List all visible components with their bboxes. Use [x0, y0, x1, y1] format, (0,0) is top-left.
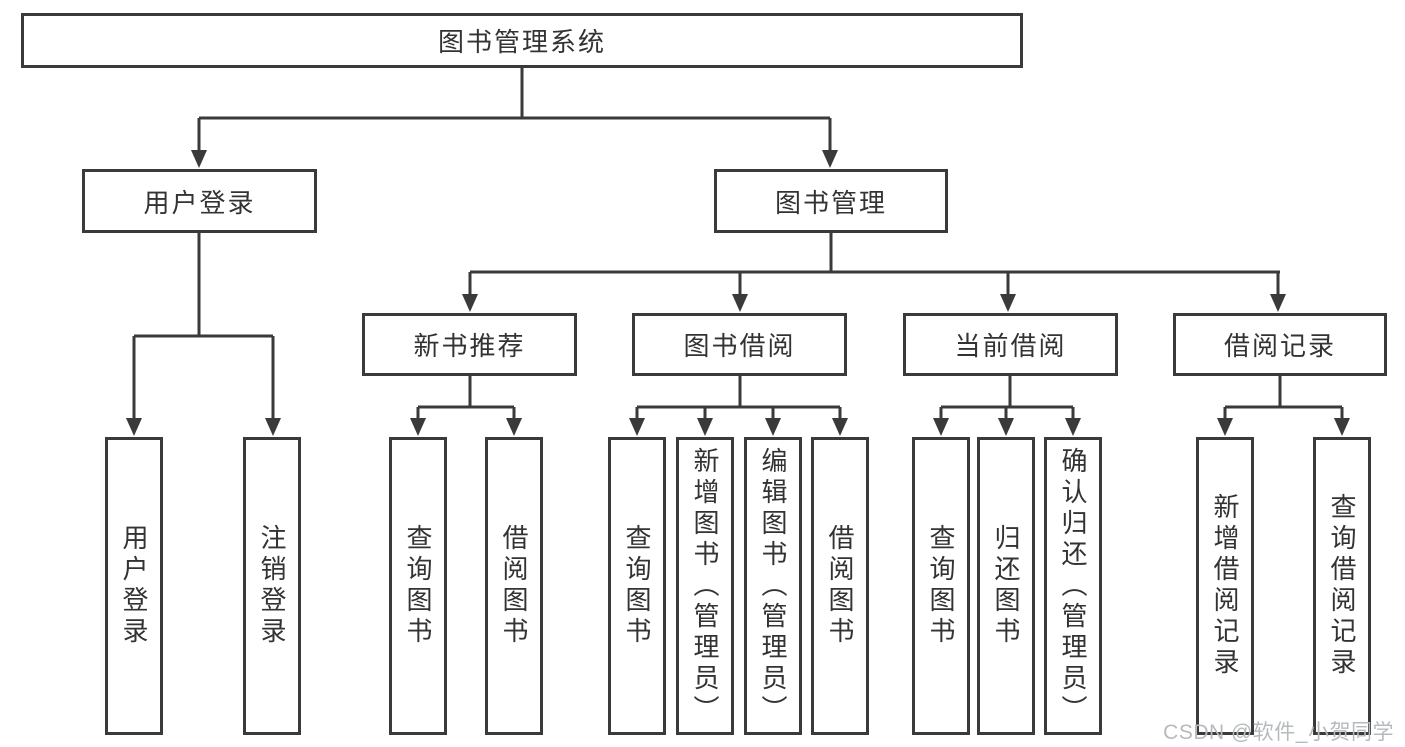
- node-root: 图书管理系统: [21, 13, 1023, 68]
- leaf-query-books-current: 查询图书: [912, 437, 970, 735]
- node-book-borrowing: 图书借阅: [632, 313, 847, 376]
- leaf-logout: 注销登录: [243, 437, 301, 735]
- leaf-confirm-return-admin-label: 确认归还（管理员）: [1058, 446, 1088, 726]
- leaf-add-borrow-record: 新增借阅记录: [1196, 437, 1254, 735]
- leaf-query-borrow-record: 查询借阅记录: [1313, 437, 1371, 735]
- leaf-edit-books-admin-label: 编辑图书（管理员）: [758, 446, 788, 726]
- node-new-book-recommendation: 新书推荐: [362, 313, 577, 376]
- leaf-logout-label: 注销登录: [257, 524, 287, 648]
- leaf-return-books-label: 归还图书: [991, 524, 1021, 648]
- node-user-login: 用户登录: [82, 169, 317, 233]
- node-book-borrowing-label: 图书借阅: [683, 331, 796, 361]
- node-current-borrowing: 当前借阅: [903, 313, 1118, 376]
- leaf-return-books: 归还图书: [977, 437, 1035, 735]
- leaf-borrow-books-recommend: 借阅图书: [485, 437, 543, 735]
- leaf-query-books-borrowing-label: 查询图书: [622, 524, 652, 648]
- node-root-label: 图书管理系统: [437, 27, 606, 57]
- leaf-query-books-recommend-label: 查询图书: [403, 524, 433, 648]
- node-current-borrowing-label: 当前借阅: [954, 331, 1067, 361]
- leaf-query-books-recommend: 查询图书: [389, 437, 447, 735]
- leaf-query-books-borrowing: 查询图书: [608, 437, 666, 735]
- leaf-add-books-admin: 新增图书（管理员）: [676, 437, 734, 735]
- node-book-management: 图书管理: [714, 169, 948, 233]
- node-borrowing-records-label: 借阅记录: [1223, 331, 1336, 361]
- leaf-borrow-books-recommend-label: 借阅图书: [499, 524, 529, 648]
- watermark: CSDN @软件_小贺同学: [1163, 721, 1394, 744]
- leaf-query-borrow-record-label: 查询借阅记录: [1327, 493, 1357, 679]
- leaf-add-books-admin-label: 新增图书（管理员）: [690, 446, 720, 726]
- node-book-management-label: 图书管理: [774, 187, 887, 218]
- leaf-borrow-books-borrowing: 借阅图书: [811, 437, 869, 735]
- leaf-user-login-label: 用户登录: [119, 524, 149, 648]
- node-user-login-label: 用户登录: [143, 187, 256, 218]
- node-borrowing-records: 借阅记录: [1173, 313, 1387, 376]
- leaf-add-borrow-record-label: 新增借阅记录: [1210, 493, 1240, 679]
- node-new-book-recommendation-label: 新书推荐: [413, 331, 526, 361]
- leaf-edit-books-admin: 编辑图书（管理员）: [744, 437, 802, 735]
- leaf-borrow-books-borrowing-label: 借阅图书: [825, 524, 855, 648]
- leaf-query-books-current-label: 查询图书: [926, 524, 956, 648]
- leaf-confirm-return-admin: 确认归还（管理员）: [1044, 437, 1102, 735]
- leaf-user-login: 用户登录: [105, 437, 163, 735]
